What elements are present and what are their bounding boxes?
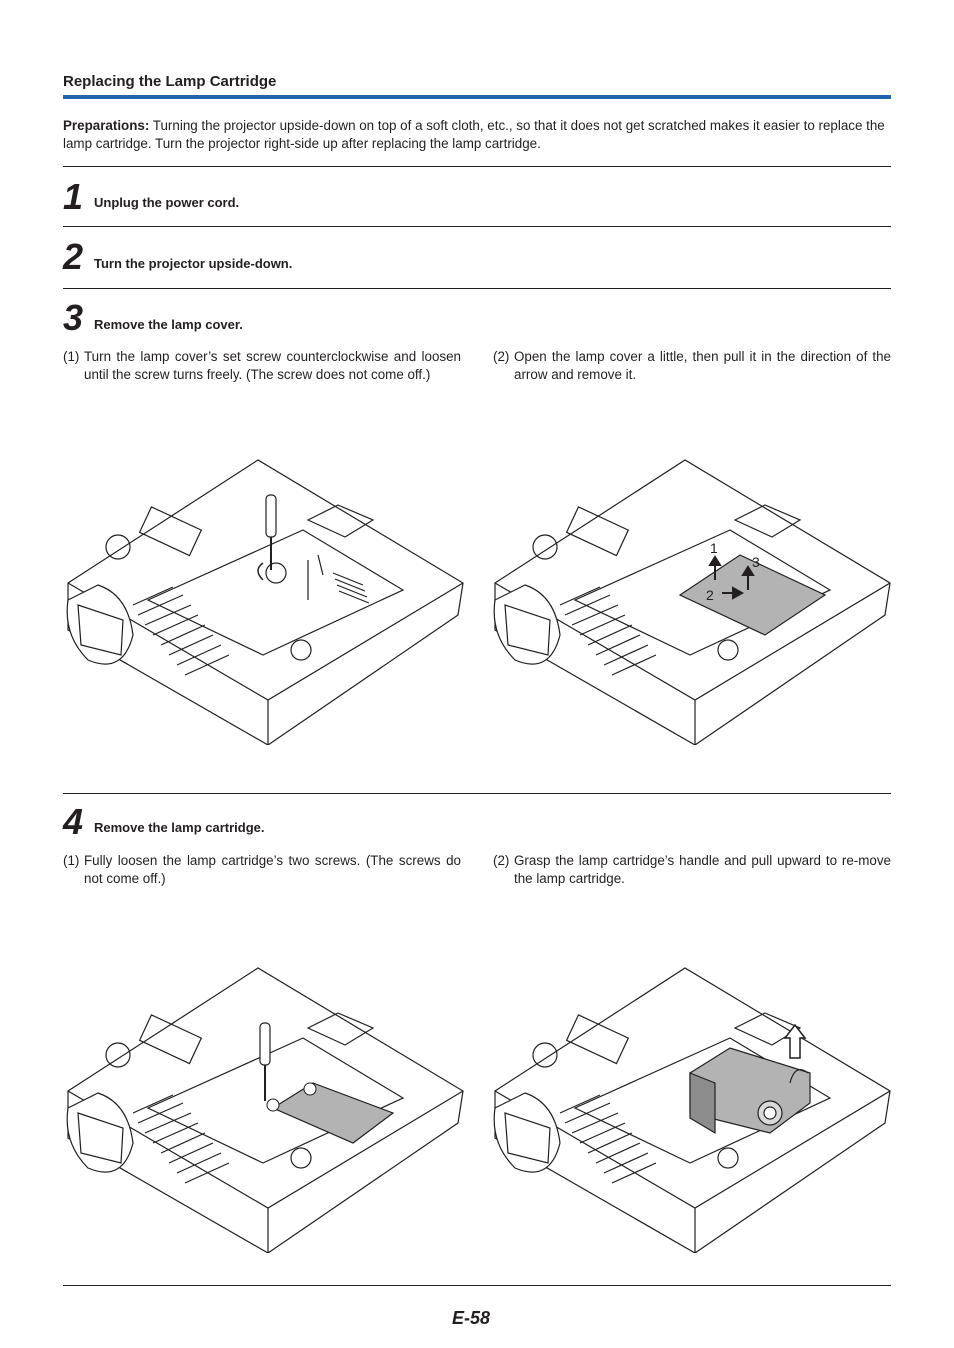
step-number: 4 <box>63 801 84 842</box>
divider <box>63 226 891 227</box>
callout-number: 3 <box>752 554 760 570</box>
preparations-text: Turning the projector upside-down on top… <box>63 118 885 151</box>
preparations-paragraph: Preparations: Turning the projector upsi… <box>63 117 893 153</box>
step-number: 2 <box>63 236 84 277</box>
substep-text: Turn the lamp cover’s set screw counterc… <box>84 349 461 382</box>
footer-rule <box>63 1285 891 1286</box>
substep: (2) Grasp the lamp cartridge’s handle an… <box>493 852 891 888</box>
divider <box>63 166 891 167</box>
page-number: E-58 <box>452 1308 491 1328</box>
arrow-up-icon <box>783 1023 807 1059</box>
substep-number: (1) <box>63 349 80 364</box>
divider <box>63 288 891 289</box>
substep: (1) Fully loosen the lamp cartridge’s tw… <box>63 852 461 888</box>
substep: (1) Turn the lamp cover’s set screw coun… <box>63 348 461 384</box>
projector-illustration-cartridge-removal <box>493 967 891 1253</box>
lamp-cartridge <box>689 1047 811 1135</box>
substep: (2) Open the lamp cover a little, then p… <box>493 348 891 384</box>
step-title: Remove the lamp cover. <box>94 317 243 332</box>
arrow-icon <box>708 555 755 600</box>
callout-number: 1 <box>710 540 718 556</box>
substep-number: (1) <box>63 853 80 868</box>
substep-text: Grasp the lamp cartridge’s handle and pu… <box>514 853 891 886</box>
lamp-cover <box>678 554 827 636</box>
step-title: Remove the lamp cartridge. <box>94 820 265 835</box>
substep-number: (2) <box>493 853 510 868</box>
projector-illustration-cover-removal: 1 2 3 <box>493 459 891 745</box>
step-title: Unplug the power cord. <box>94 195 240 210</box>
divider <box>63 793 891 794</box>
callout-number: 2 <box>706 587 714 603</box>
projector-illustration-screw-loosen <box>66 459 464 745</box>
substep-number: (2) <box>493 349 510 364</box>
step-number: 1 <box>63 176 84 217</box>
title-rule <box>63 95 891 99</box>
section-title: Replacing the Lamp Cartridge <box>63 73 277 90</box>
projector-illustration-cartridge-screws <box>66 967 464 1253</box>
substep-text: Open the lamp cover a little, then pull … <box>514 349 891 382</box>
step-number: 3 <box>63 297 84 338</box>
step-title: Turn the projector upside-down. <box>94 256 293 271</box>
screwdriver-icon <box>257 494 277 581</box>
preparations-label: Preparations: <box>63 118 150 133</box>
screwdriver-icon <box>259 1022 271 1101</box>
lamp-cartridge <box>271 1082 395 1144</box>
substep-text: Fully loosen the lamp cartridge’s two sc… <box>84 853 461 886</box>
